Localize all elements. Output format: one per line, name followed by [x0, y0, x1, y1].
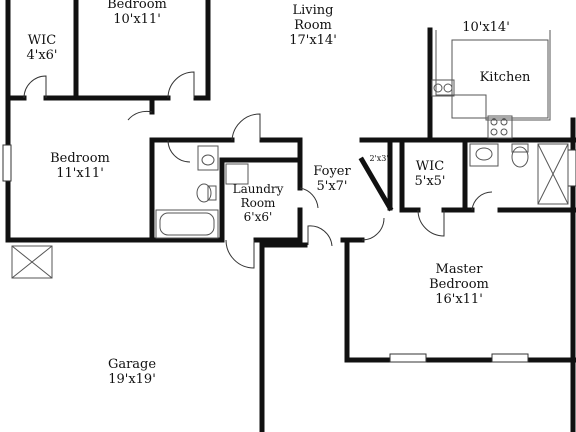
room-name-line1: Living	[292, 3, 334, 18]
room-size: 11'x11'	[56, 166, 104, 181]
room-name-line1: Master	[435, 262, 483, 277]
room-name: Kitchen	[479, 70, 531, 85]
room-name: Bedroom	[50, 151, 110, 166]
room-size: 5'x5'	[414, 174, 446, 189]
room-kitchen-size: 10'x14'	[462, 20, 510, 35]
room-name-line2: Room	[240, 196, 276, 210]
room-size: 17'x14'	[289, 33, 337, 48]
room-name: WIC	[415, 159, 445, 174]
room-name: WIC	[27, 33, 57, 48]
room-closet: 2'x3'	[369, 154, 388, 163]
room-name-line1: Laundry	[232, 182, 284, 196]
room-size: 10'x14'	[462, 20, 510, 35]
room-size: 5'x7'	[316, 179, 348, 194]
windows	[2, 144, 576, 363]
room-size: 2'x3'	[369, 154, 389, 163]
room-name-line2: Bedroom	[429, 277, 489, 292]
room-wic-right: WIC 5'x5'	[414, 159, 445, 189]
room-name: Foyer	[313, 164, 351, 179]
room-size: 19'x19'	[108, 372, 156, 387]
room-wic-left: WIC 4'x6'	[26, 33, 57, 63]
room-living: Living Room 17'x14'	[289, 3, 337, 48]
room-bedroom-left: Bedroom 11'x11'	[50, 151, 110, 181]
room-size: 10'x11'	[113, 12, 161, 27]
room-kitchen: Kitchen	[480, 70, 531, 85]
room-laundry: Laundry Room 6'x6'	[233, 182, 284, 224]
room-size: 6'x6'	[243, 210, 273, 224]
room-size: 16'x11'	[435, 292, 483, 307]
room-foyer: Foyer 5'x7'	[313, 164, 350, 194]
room-size: 4'x6'	[26, 48, 58, 63]
room-garage: Garage 19'x19'	[108, 357, 156, 387]
room-name-line2: Room	[294, 18, 332, 33]
room-master: Master Bedroom 16'x11'	[429, 262, 489, 307]
room-name: Garage	[107, 357, 157, 372]
room-name: Bedroom	[107, 0, 167, 12]
doors	[23, 71, 493, 269]
room-bedroom-top: Bedroom 10'x11'	[107, 0, 167, 27]
fixtures	[11, 30, 569, 279]
walls	[5, 0, 576, 432]
